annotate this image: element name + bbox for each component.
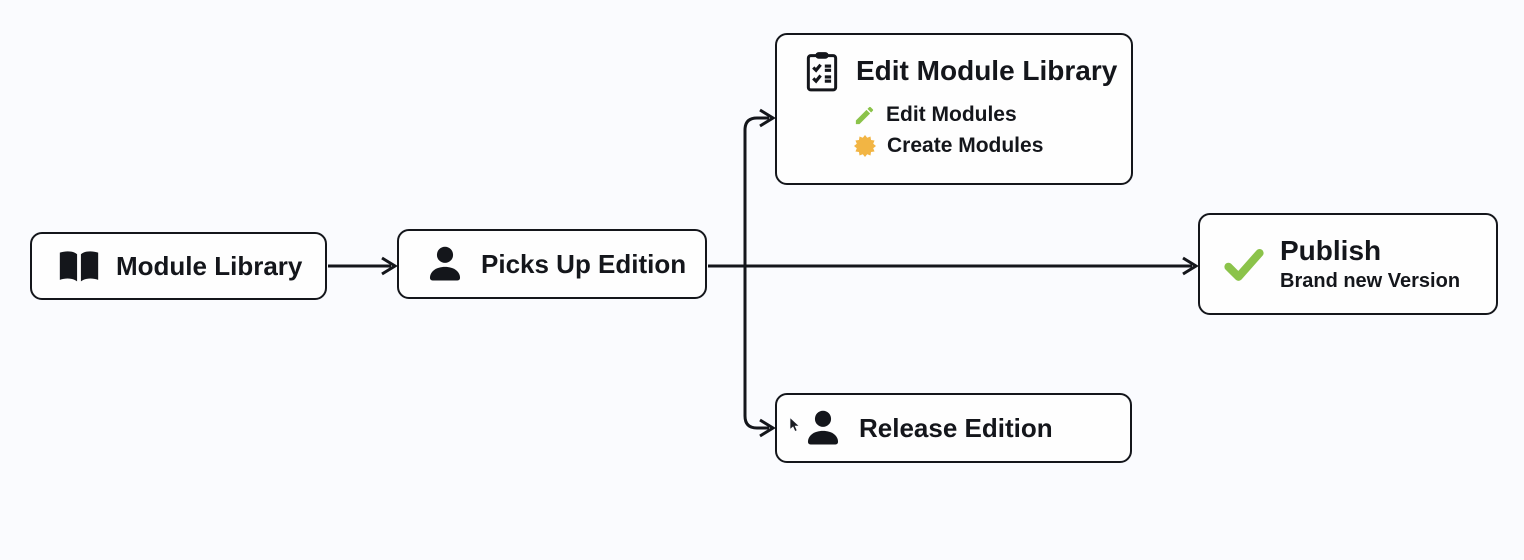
node-picks-up-edition[interactable]: Picks Up Edition [397,229,707,299]
person-icon [801,406,845,450]
pencil-icon [853,104,876,127]
node-module-library[interactable]: Module Library [30,232,327,300]
edge-branch-down [743,266,769,430]
edge-branch-up [743,116,769,266]
list-item-edit-modules: Edit Modules [853,103,1043,127]
open-book-icon [56,243,102,289]
mouse-cursor-icon [789,416,801,438]
list-item-create-modules: Create Modules [853,134,1043,158]
arrowhead-release [759,418,776,438]
node-publish[interactable]: Publish Brand new Version [1198,213,1498,315]
burst-icon [853,134,877,158]
capability-list: Edit Modules Create Modules [853,103,1043,158]
arrowhead-edit [759,108,776,128]
checkmark-icon [1220,242,1268,286]
node-label: Release Edition [859,412,1053,443]
node-label: Module Library [116,250,303,281]
node-title: Edit Module Library [856,55,1118,86]
node-edit-module-library[interactable]: Edit Module Library Edit Modules Create … [775,33,1133,185]
clipboard-checklist-icon [801,48,843,94]
node-title: Publish [1280,234,1382,266]
arrowhead-publish [1182,256,1199,276]
node-label: Picks Up Edition [481,248,687,279]
person-icon [423,242,467,286]
list-item-label: Create Modules [887,134,1044,157]
list-item-label: Edit Modules [886,103,1017,126]
node-release-edition[interactable]: Release Edition [775,393,1132,463]
arrowhead-picks [381,256,398,276]
node-subtitle: Brand new Version [1280,270,1461,293]
